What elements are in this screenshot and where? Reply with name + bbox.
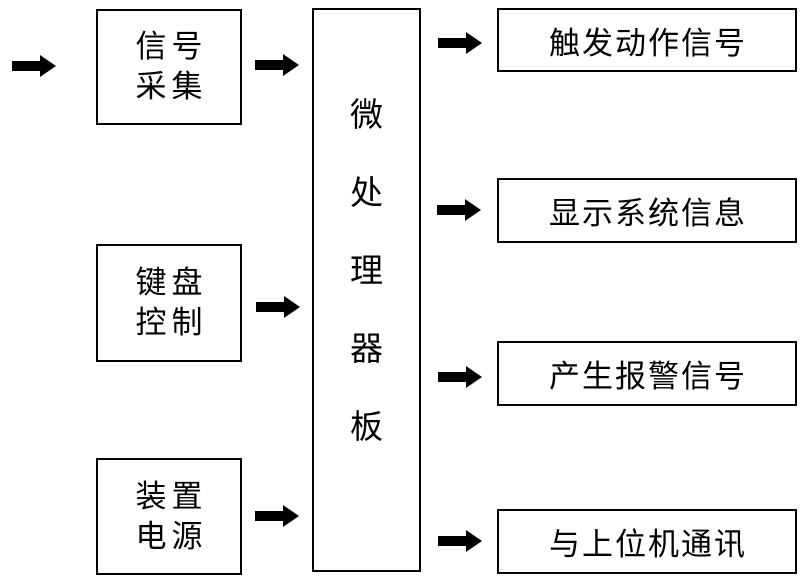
box-signal-acquisition-line2: 采集	[135, 69, 208, 104]
arrow-mcu-to-alarm-signal-icon	[438, 366, 482, 388]
box-keyboard-control-line2: 控制	[135, 305, 208, 340]
mcu-char-1: 微	[350, 98, 383, 134]
box-display-system-info: 显示系统信息	[497, 178, 797, 243]
box-device-power-line2: 电源	[135, 518, 208, 554]
mcu-char-4: 器	[350, 332, 383, 368]
box-alarm-signal-label: 产生报警信号	[549, 359, 747, 394]
arrow-mcu-to-host-communication-icon	[438, 530, 482, 552]
arrow-device-power-to-mcu-icon	[255, 505, 299, 527]
arrow-signal-acquisition-to-mcu-icon	[255, 54, 299, 76]
box-signal-acquisition: 信号 采集	[96, 9, 242, 125]
arrow-mcu-to-trigger-action-icon	[438, 32, 482, 54]
box-trigger-action-signal-label: 触发动作信号	[549, 25, 747, 61]
mcu-char-5: 板	[350, 410, 383, 446]
box-host-communication: 与上位机通讯	[497, 509, 797, 574]
box-host-communication-label: 与上位机通讯	[549, 527, 747, 562]
box-display-system-info-label: 显示系统信息	[549, 196, 747, 231]
arrow-input-to-signal-acquisition-icon	[12, 55, 56, 77]
mcu-char-3: 理	[350, 254, 383, 290]
box-alarm-signal: 产生报警信号	[497, 341, 797, 406]
arrow-keyboard-control-to-mcu-icon	[256, 296, 300, 318]
arrow-mcu-to-display-info-icon	[437, 199, 481, 221]
box-device-power: 装置 电源	[96, 458, 242, 575]
box-trigger-action-signal: 触发动作信号	[497, 8, 797, 72]
box-device-power-line1: 装置	[135, 478, 208, 514]
box-microprocessor-board: 微 处 理 器 板	[312, 8, 421, 572]
box-signal-acquisition-line1: 信号	[135, 29, 208, 64]
box-keyboard-control: 键盘 控制	[96, 244, 242, 362]
mcu-char-2: 处	[350, 176, 383, 212]
box-keyboard-control-line1: 键盘	[135, 265, 208, 300]
